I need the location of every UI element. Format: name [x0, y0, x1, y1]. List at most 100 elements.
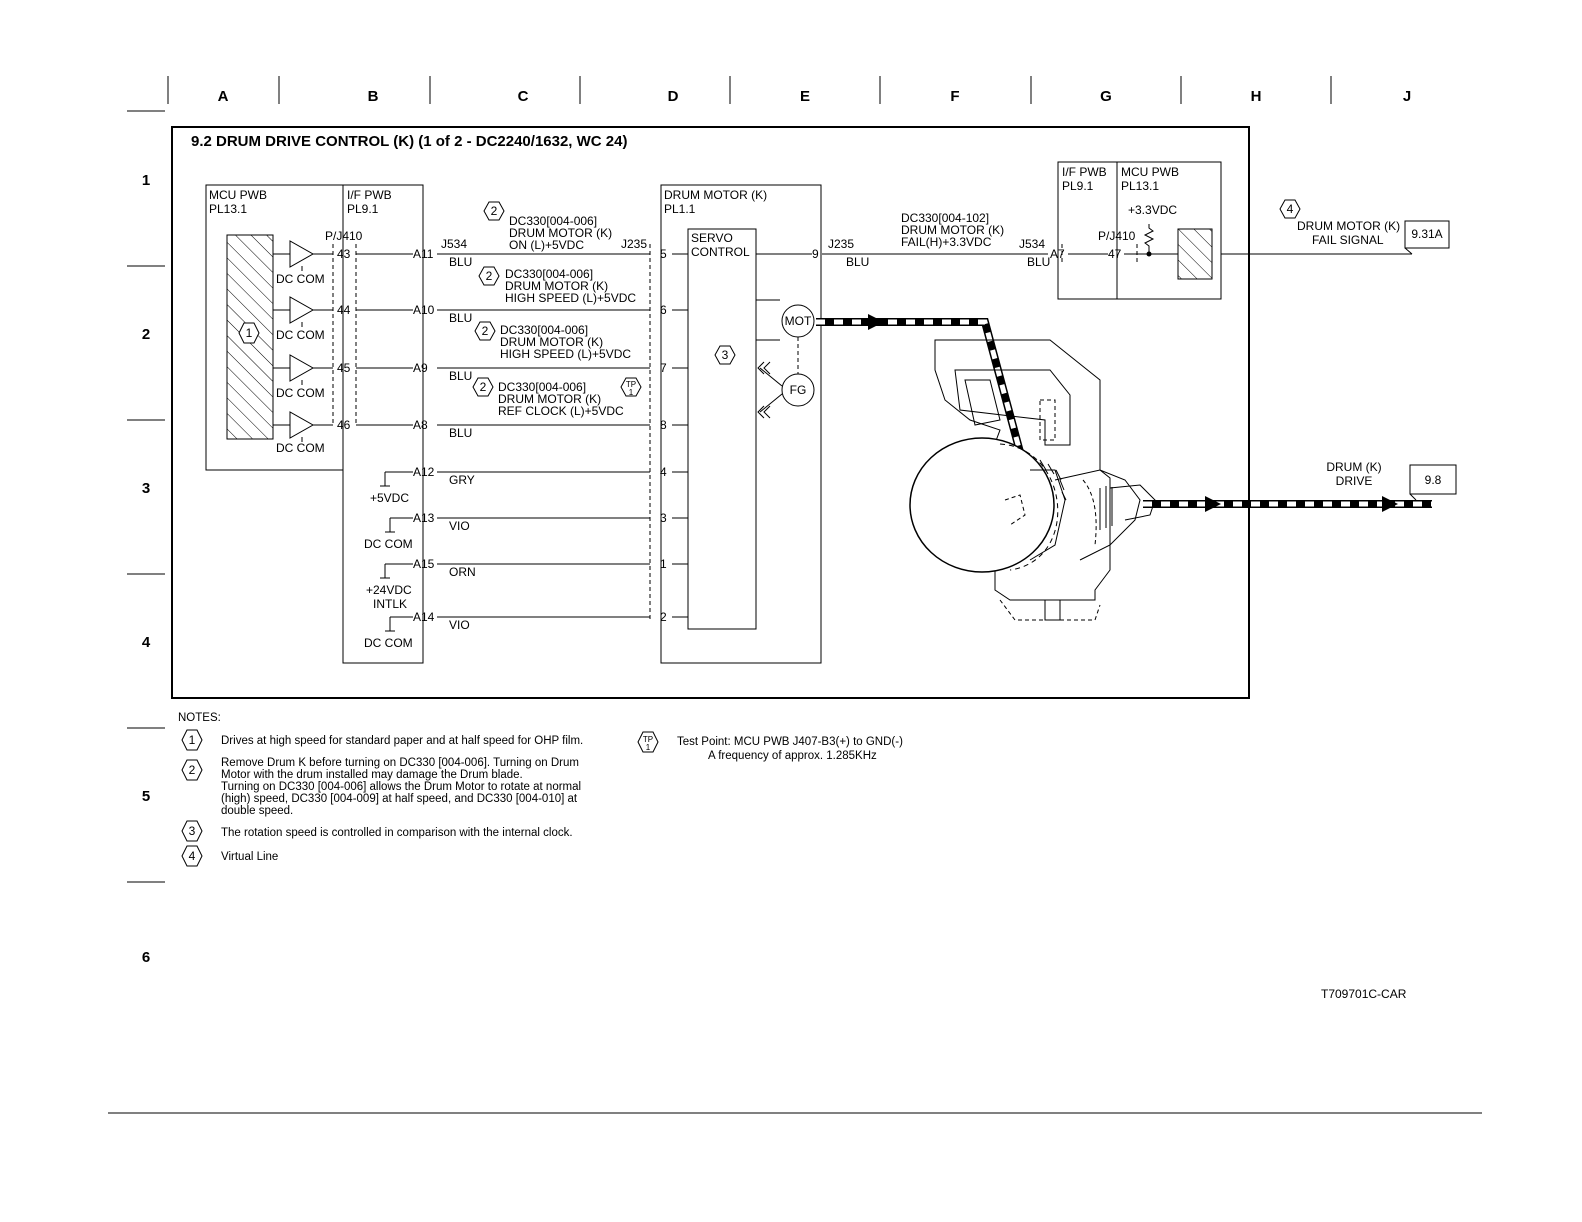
signal-line: HIGH SPEED (L)+5VDC	[500, 347, 631, 361]
connector-pin: A14	[413, 610, 435, 624]
signal-line: DC330[004-006]	[505, 267, 593, 281]
drum-motor-pl: PL1.1	[664, 202, 696, 216]
note-ref: 2	[491, 204, 498, 218]
power-wire-3: A15 ORN 1 +24VDC INTLK	[366, 557, 688, 611]
driver-ground-label: DC COM	[276, 386, 325, 400]
svg-text:4: 4	[189, 849, 196, 863]
note-3: 3 The rotation speed is controlled in co…	[181, 820, 573, 842]
signal-line: DC330[004-102]	[901, 211, 989, 225]
row-label-4: 4	[142, 634, 151, 651]
note-ref: 2	[480, 380, 487, 394]
virtual-fail-label: FAIL SIGNAL	[1312, 233, 1384, 247]
driver-ground-label: DC COM	[276, 272, 325, 286]
fg-label: FG	[790, 383, 807, 397]
svg-text:3: 3	[189, 824, 196, 838]
power-label: DC COM	[364, 537, 413, 551]
motor-pin: 8	[660, 418, 667, 432]
connector-j235-left: J235	[621, 237, 647, 251]
svg-text:double speed.: double speed.	[221, 805, 293, 817]
diagram-frame	[171, 126, 1250, 699]
connector-pin: A10	[413, 303, 435, 317]
fail-signal-wire: 9 J235 BLU DC330[004-102] DRUM MOTOR (K)…	[756, 211, 1178, 269]
motor-pin: 9	[812, 247, 819, 261]
mechanical-drive-line	[816, 314, 1024, 454]
power-wire-4: A14 VIO 2 DC COM	[364, 610, 688, 650]
drum-drive-label: DRIVE	[1336, 474, 1373, 488]
driver-ground-label: DC COM	[276, 328, 325, 342]
row-label-5: 5	[142, 788, 150, 805]
pj410-pin: 45	[337, 361, 351, 375]
wire-color: BLU	[449, 369, 472, 383]
power-label: +24VDC	[366, 583, 412, 597]
signal-line: DC330[004-006]	[498, 380, 586, 394]
drum-motor-name: DRUM MOTOR (K)	[664, 188, 767, 202]
svg-text:Drives at high speed for stand: Drives at high speed for standard paper …	[221, 735, 583, 747]
signal-wire-2: A10 BLU 6 2 DC330[004-006] DRUM MOTOR (K…	[356, 266, 688, 325]
diagram-title: 9.2 DRUM DRIVE CONTROL (K) (1 of 2 - DC2…	[191, 133, 627, 150]
pullup-resistor	[1143, 224, 1155, 254]
svg-text:TP: TP	[643, 735, 653, 744]
mcu-pwb-box-right	[1116, 161, 1222, 300]
note-4: 4 Virtual Line	[181, 845, 278, 867]
connector-pin: A9	[413, 361, 428, 375]
note-ref-1-hex: 1	[238, 322, 260, 344]
note-test-point: TP 1 Test Point: MCU PWB J407-B3(+) to G…	[637, 731, 903, 762]
mcu-pwb-name: MCU PWB	[209, 188, 267, 202]
if-pwb-pl-right: PL9.1	[1062, 179, 1094, 193]
row-label-3: 3	[142, 480, 150, 497]
column-label-a: A	[218, 88, 229, 105]
svg-text:Test Point: MCU PWB J407-B3(+): Test Point: MCU PWB J407-B3(+) to GND(-)	[677, 736, 903, 748]
signal-wire-1: A11 BLU 5 2 DC330[004-006] DRUM MOTOR (K…	[356, 201, 688, 269]
wire-color: BLU	[1027, 255, 1050, 269]
power-label: +5VDC	[370, 491, 409, 505]
svg-text:1: 1	[189, 733, 196, 747]
fg-sensor: FG	[757, 361, 815, 419]
wire-color: BLU	[449, 426, 472, 440]
svg-text:4: 4	[1287, 202, 1294, 216]
signal-line: DC330[004-006]	[500, 323, 588, 337]
virtual-fail-label: DRUM MOTOR (K)	[1297, 219, 1400, 233]
signal-line: DRUM MOTOR (K)	[509, 226, 612, 240]
svg-text:1: 1	[629, 388, 634, 397]
pj410-pin: 43	[337, 247, 351, 261]
connector-pin: A8	[413, 418, 428, 432]
note-ref-3-hex: 3	[714, 345, 736, 365]
test-point-tp1: TP 1	[620, 377, 642, 397]
drum-motor-box	[660, 184, 822, 664]
note-ref-hex	[478, 266, 500, 286]
driver-2: DC COM 44	[273, 296, 351, 342]
ref-9-31a-flag: 9.31A	[1404, 220, 1450, 255]
signal-wire-3: A9 BLU 7 2 DC330[004-006] DRUM MOTOR (K)…	[356, 321, 688, 383]
servo-label: SERVO	[691, 231, 733, 245]
column-label-c: C	[518, 88, 529, 105]
drum-drive-label: DRUM (K)	[1326, 460, 1381, 474]
signal-line: FAIL(H)+3.3VDC	[901, 235, 992, 249]
servo-control-box	[687, 228, 757, 630]
drum-drive-output-line	[1143, 496, 1432, 512]
notes-heading: NOTES:	[178, 712, 221, 724]
note-ref-hex	[472, 377, 494, 397]
driver-3: DC COM 45	[273, 354, 351, 400]
figure-code: T709701C-CAR	[1321, 987, 1407, 1001]
svg-text:1: 1	[646, 743, 651, 752]
row-label-1: 1	[142, 172, 150, 189]
svg-text:Virtual Line: Virtual Line	[221, 851, 278, 863]
column-label-h: H	[1251, 88, 1262, 105]
signal-line: DC330[004-006]	[509, 214, 597, 228]
svg-text:9.31A: 9.31A	[1411, 227, 1442, 241]
signal-line: DRUM MOTOR (K)	[498, 392, 601, 406]
column-label-d: D	[668, 88, 679, 105]
motor-symbol: MOT	[756, 299, 815, 341]
svg-text:(high) speed, DC330 [004-009]: (high) speed, DC330 [004-009] at half sp…	[221, 793, 578, 805]
svg-text:9.8: 9.8	[1425, 473, 1442, 487]
mcu-vdc-label: +3.3VDC	[1128, 203, 1177, 217]
note-1: 1 Drives at high speed for standard pape…	[181, 729, 583, 751]
motor-pin: 6	[660, 303, 667, 317]
if-pwb-box	[342, 184, 424, 664]
wire-color: VIO	[449, 519, 470, 533]
column-labels: A B C D E F G H J	[218, 88, 1412, 105]
signal-wire-4: A8 BLU 8 2 DC330[004-006] DRUM MOTOR (K)…	[356, 377, 688, 440]
mot-label: MOT	[785, 314, 812, 328]
mcu-pwb-pl-right: PL13.1	[1121, 179, 1159, 193]
